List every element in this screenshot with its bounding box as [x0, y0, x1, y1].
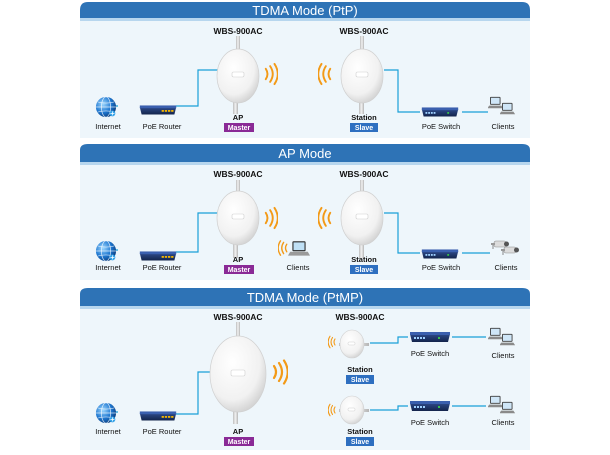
station-role-label: Station [347, 427, 373, 436]
switch-label: PoE Switch [422, 263, 460, 272]
section-title: TDMA Mode (PtP) [252, 3, 357, 18]
master-badge-text: Master [228, 439, 251, 446]
slave-badge-text: Slave [355, 267, 373, 274]
ethernet-cable [370, 405, 486, 411]
internet-label: Internet [95, 263, 121, 272]
slave-badge-text: Slave [351, 439, 369, 446]
wireless-clients-label: Clients [287, 263, 310, 272]
station-model-label: WBS-900AC [339, 169, 388, 179]
section-header [80, 2, 530, 18]
ap-model-label: WBS-900AC [213, 26, 262, 36]
slave-badge [346, 437, 374, 446]
switch-icon [421, 107, 459, 117]
slave-badge [350, 123, 378, 132]
internet-label: Internet [95, 122, 121, 131]
section-header [80, 144, 530, 162]
router-icon [139, 411, 177, 421]
section-tdma-ptmp: TDMA Mode (PtMP) WBS-900AC WBS-900AC [80, 288, 530, 450]
slave-badge [350, 265, 378, 274]
router-label: PoE Router [143, 122, 182, 131]
switch-icon [421, 249, 459, 259]
master-badge [224, 265, 254, 274]
section-header [80, 288, 530, 306]
router-icon [139, 105, 177, 115]
slave-badge-text: Slave [355, 125, 373, 132]
station-role-label: Station [351, 255, 377, 264]
slave-badge-text: Slave [351, 377, 369, 384]
globe-icon [95, 402, 117, 424]
router-label: PoE Router [143, 263, 182, 272]
station-model-label: WBS-900AC [335, 312, 384, 322]
section-title: AP Mode [278, 146, 331, 161]
section-tdma-ptp: TDMA Mode (PtP) WBS-900AC WBS-900AC Inte… [80, 2, 530, 138]
ethernet-cable [370, 336, 486, 344]
ethernet-cable [384, 69, 488, 113]
clients-label: Clients [492, 418, 515, 427]
ap-role-label: AP [233, 427, 243, 436]
ethernet-cable [384, 212, 490, 254]
clients-label: Clients [495, 263, 518, 272]
panel-bg [80, 306, 530, 450]
router-icon [139, 251, 177, 261]
switch-label: PoE Switch [411, 349, 449, 358]
section-ap-mode: AP Mode WBS-900AC WBS-900AC Internet PoE… [80, 144, 530, 280]
master-badge-text: Master [228, 125, 251, 132]
station-role-label: Station [347, 365, 373, 374]
globe-icon [95, 240, 117, 262]
slave-badge [346, 375, 374, 384]
section-title: TDMA Mode (PtMP) [247, 290, 363, 305]
station-role-label: Station [351, 113, 377, 122]
switch-label: PoE Switch [411, 418, 449, 427]
ap-model-label: WBS-900AC [213, 312, 262, 322]
globe-icon [95, 96, 117, 118]
master-badge-text: Master [228, 267, 251, 274]
panel-bg [80, 18, 530, 138]
internet-label: Internet [95, 427, 121, 436]
ap-role-label: AP [233, 113, 243, 122]
master-badge [224, 437, 254, 446]
router-label: PoE Router [143, 427, 182, 436]
clients-label: Clients [492, 351, 515, 360]
switch-label: PoE Switch [422, 122, 460, 131]
master-badge [224, 123, 254, 132]
clients-label: Clients [492, 122, 515, 131]
ap-role-label: AP [233, 255, 243, 264]
switch-icon [410, 332, 450, 342]
station-model-label: WBS-900AC [339, 26, 388, 36]
ap-model-label: WBS-900AC [213, 169, 262, 179]
switch-icon [410, 401, 450, 411]
